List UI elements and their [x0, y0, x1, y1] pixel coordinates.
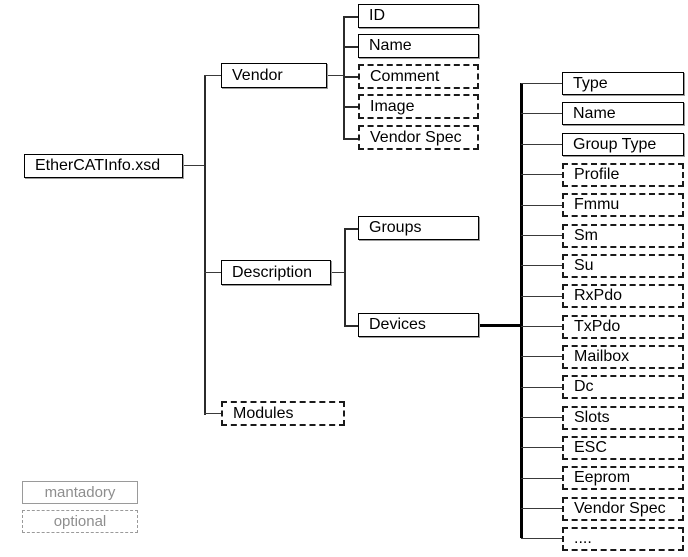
- node-device-eeprom-label: Eeprom: [574, 469, 631, 486]
- connector-to-modules: [204, 413, 222, 414]
- node-root-label: EtherCATInfo.xsd: [35, 157, 161, 174]
- node-device-fmmu-label: Fmmu: [574, 196, 620, 213]
- node-device-slots-label: Slots: [574, 409, 610, 426]
- connector-to-vendor: [204, 75, 222, 76]
- node-groups-label: Groups: [369, 219, 422, 236]
- node-vendor-spec[interactable]: Vendor Spec: [358, 125, 479, 150]
- connector-to-type: [521, 83, 562, 84]
- legend-mandatory-label: mantadory: [44, 484, 116, 501]
- node-device-esc-label: ESC: [574, 439, 607, 456]
- node-device-vendor-spec-label: Vendor Spec: [574, 500, 666, 517]
- node-device-sm[interactable]: Sm: [562, 224, 684, 248]
- node-device-name[interactable]: Name: [562, 102, 684, 125]
- node-vendor-comment-label: Comment: [370, 67, 440, 85]
- node-device-type-label: Type: [573, 74, 608, 92]
- node-vendor-image-label: Image: [370, 97, 415, 115]
- connector-to-image: [343, 106, 359, 108]
- connector-root-stub: [183, 165, 205, 166]
- node-device-txpdo[interactable]: TxPdo: [562, 315, 684, 339]
- connector-vendor-stub: [327, 75, 344, 76]
- node-device-profile[interactable]: Profile: [562, 163, 684, 187]
- connector-to-groups: [344, 228, 360, 230]
- node-vendor[interactable]: Vendor: [221, 63, 327, 88]
- connector-to-comment: [343, 76, 359, 78]
- node-device-sm-label: Sm: [574, 227, 598, 244]
- connector-to-vendor-spec-dev: [521, 508, 562, 509]
- node-device-esc[interactable]: ESC: [562, 436, 684, 460]
- connector-to-description: [204, 272, 222, 273]
- node-vendor-id-label: ID: [369, 7, 385, 24]
- node-devices-label: Devices: [369, 316, 426, 333]
- node-device-slots[interactable]: Slots: [562, 406, 684, 430]
- node-device-profile-label: Profile: [574, 166, 620, 183]
- node-description[interactable]: Description: [221, 260, 331, 285]
- legend-optional: optional: [22, 510, 138, 533]
- connector-to-group-type: [521, 144, 562, 145]
- node-vendor-label: Vendor: [232, 66, 283, 84]
- node-device-rxpdo-label: RxPdo: [574, 287, 623, 304]
- connector-to-su: [521, 265, 562, 266]
- node-vendor-image[interactable]: Image: [358, 94, 479, 119]
- connector-description-children-trunk: [344, 228, 346, 327]
- connector-vendor-children-trunk: [343, 16, 345, 140]
- node-groups[interactable]: Groups: [358, 216, 479, 240]
- node-device-mailbox-label: Mailbox: [574, 348, 630, 365]
- node-description-label: Description: [232, 263, 313, 281]
- node-device-mailbox[interactable]: Mailbox: [562, 345, 684, 369]
- node-device-dc[interactable]: Dc: [562, 375, 684, 399]
- node-vendor-name-label: Name: [369, 37, 412, 54]
- node-device-su[interactable]: Su: [562, 254, 684, 278]
- node-devices[interactable]: Devices: [358, 313, 479, 337]
- node-vendor-name[interactable]: Name: [358, 34, 479, 58]
- connector-to-sm: [521, 235, 562, 236]
- connector-to-rxpdo: [521, 296, 562, 297]
- connector-to-eeprom: [521, 478, 562, 479]
- node-device-dc-label: Dc: [574, 378, 594, 395]
- connector-to-name: [521, 113, 562, 114]
- connector-to-mailbox: [521, 356, 562, 357]
- connector-to-slots: [521, 417, 562, 418]
- connector-description-stub: [331, 272, 345, 273]
- node-device-group-type[interactable]: Group Type: [562, 133, 684, 156]
- connector-to-profile: [521, 174, 562, 175]
- node-vendor-id[interactable]: ID: [358, 4, 479, 28]
- node-device-txpdo-label: TxPdo: [574, 318, 621, 335]
- connector-devices-stub: [479, 324, 523, 327]
- connector-to-fmmu: [521, 205, 562, 206]
- node-device-group-type-label: Group Type: [573, 135, 657, 153]
- connector-devices-children-trunk: [520, 83, 523, 538]
- node-vendor-spec-label: Vendor Spec: [370, 128, 462, 146]
- connector-to-esc: [521, 447, 562, 448]
- legend-mandatory: mantadory: [22, 481, 138, 504]
- legend-optional-label: optional: [53, 513, 107, 530]
- connector-to-vendor-spec: [343, 138, 359, 140]
- node-device-su-label: Su: [574, 257, 594, 274]
- node-root[interactable]: EtherCATInfo.xsd: [24, 154, 183, 178]
- connector-to-devices: [344, 325, 360, 327]
- connector-level1-trunk: [204, 75, 206, 415]
- node-device-ellipsis[interactable]: ....: [562, 527, 684, 551]
- node-device-type[interactable]: Type: [562, 72, 684, 95]
- node-device-name-label: Name: [573, 104, 616, 122]
- connector-to-id: [343, 16, 359, 18]
- connector-to-txpdo: [521, 326, 562, 327]
- node-device-ellipsis-label: ....: [574, 530, 592, 547]
- node-device-rxpdo[interactable]: RxPdo: [562, 284, 684, 308]
- node-vendor-comment[interactable]: Comment: [358, 64, 479, 89]
- node-modules-label: Modules: [233, 404, 294, 422]
- connector-to-dc: [521, 387, 562, 388]
- node-device-fmmu[interactable]: Fmmu: [562, 193, 684, 217]
- node-device-eeprom[interactable]: Eeprom: [562, 466, 684, 490]
- node-modules[interactable]: Modules: [221, 401, 345, 426]
- connector-to-ellipsis: [521, 538, 562, 539]
- node-device-vendor-spec[interactable]: Vendor Spec: [562, 497, 684, 521]
- connector-to-comment-name: [343, 46, 359, 48]
